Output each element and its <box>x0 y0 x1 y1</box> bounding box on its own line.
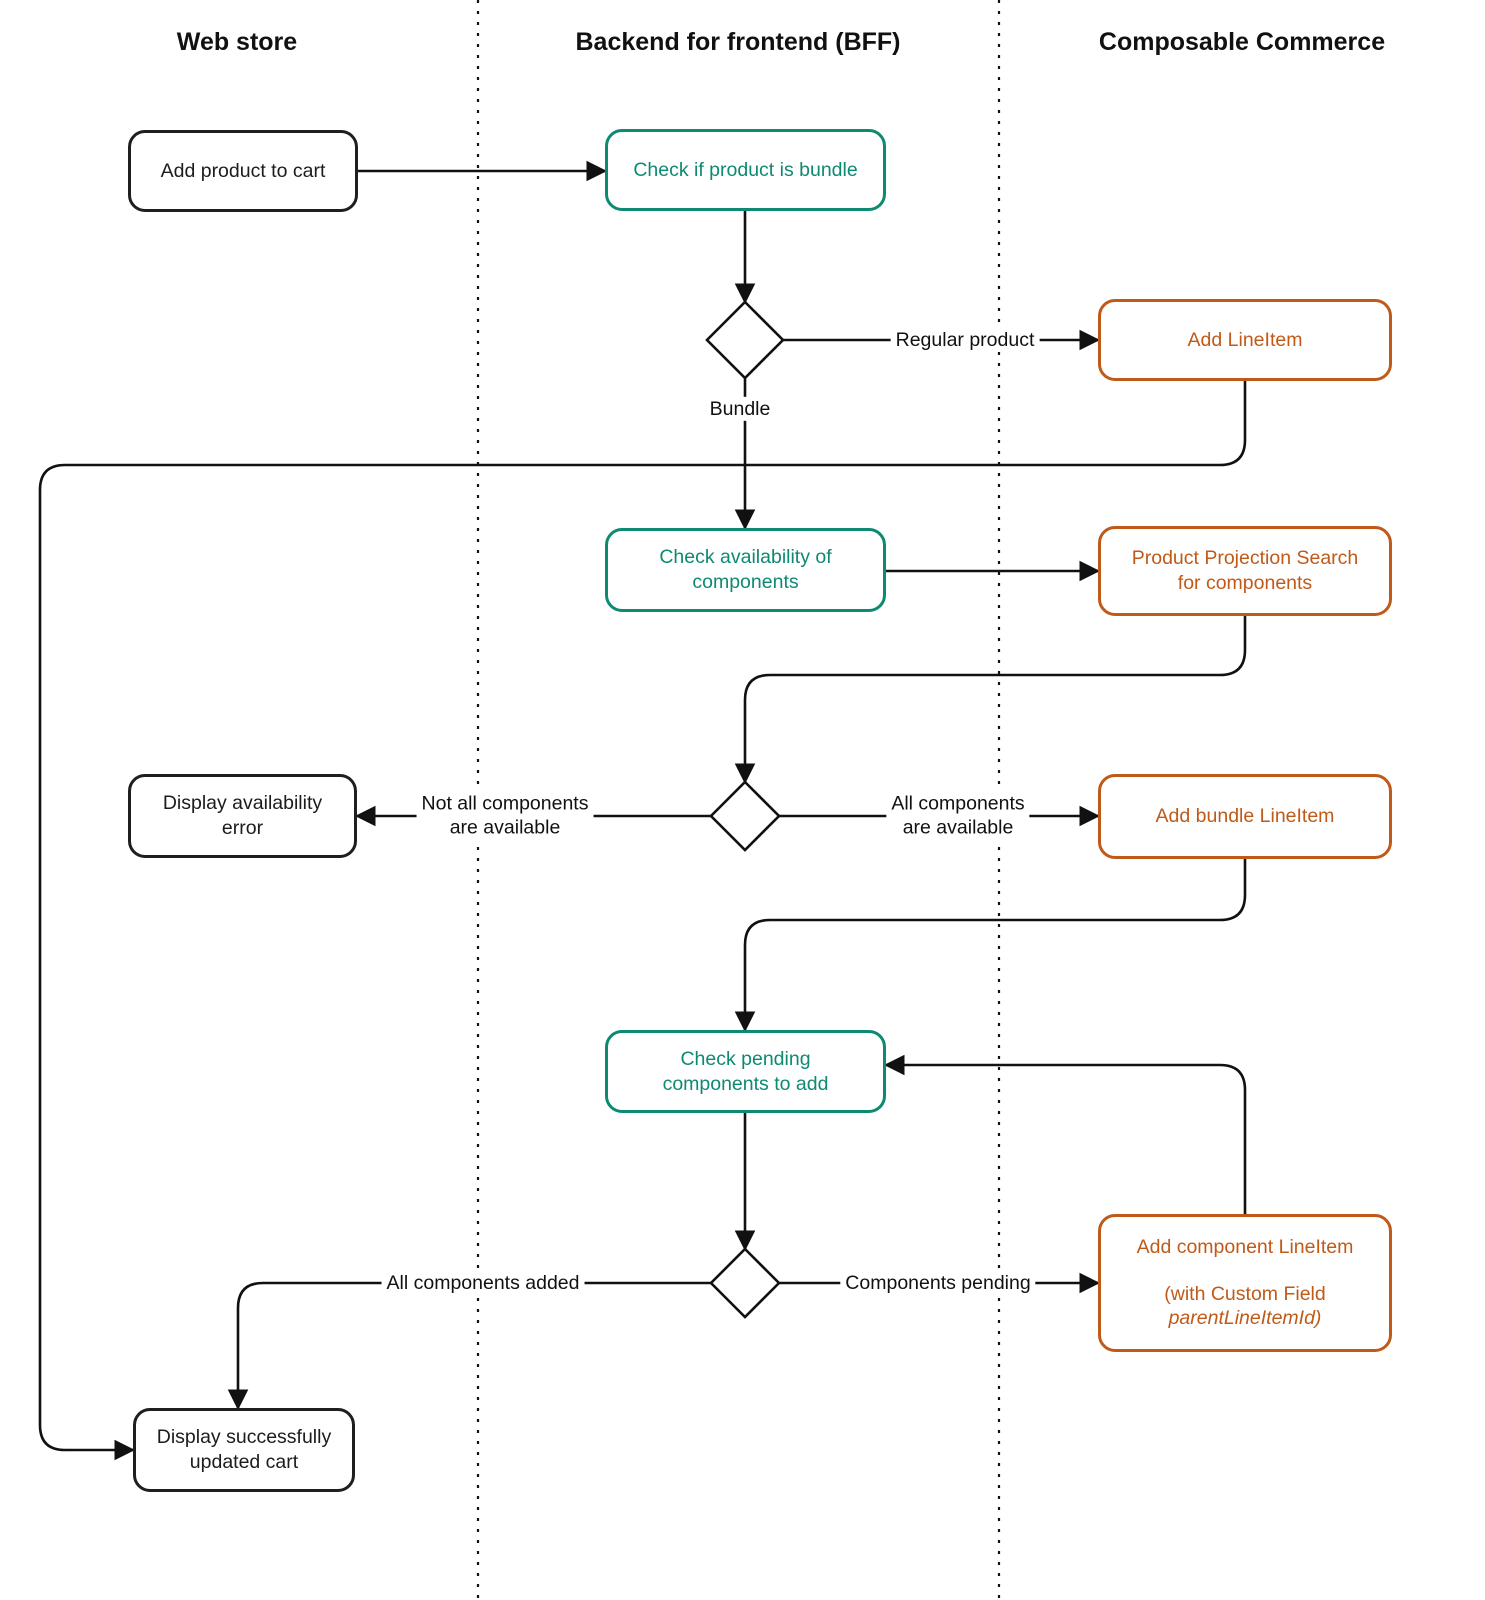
node-add-product-to-cart: Add product to cart <box>128 130 358 212</box>
edge-label-not-all-components-available: Not all components are available <box>416 791 594 841</box>
decision-is-bundle-diamond <box>705 300 785 380</box>
node-check-availability-of-components: Check availability of components <box>605 528 886 612</box>
decision-components-pending-diamond <box>709 1247 781 1319</box>
edge-add-lineitem-to-display-updated-cart <box>38 381 1247 1461</box>
node-check-if-product-is-bundle: Check if product is bundle <box>605 129 886 211</box>
edge-label-all-components-available: All components are available <box>886 791 1030 841</box>
node-product-projection-search: Product Projection Search for components <box>1098 526 1392 616</box>
lane-header-composable-commerce: Composable Commerce <box>1098 28 1386 56</box>
edge-projection-search-to-availability-decision <box>734 616 1247 785</box>
edge-label-bundle: Bundle <box>704 396 776 422</box>
decision-components-available-diamond <box>709 780 781 852</box>
node-add-lineitem: Add LineItem <box>1098 299 1392 381</box>
node-add-component-lineitem: Add component LineItem (with Custom Fiel… <box>1098 1214 1392 1352</box>
edge-add-component-loop-to-check-pending <box>883 1054 1247 1214</box>
add-component-lineitem-note-italic: parentLineItemId) <box>1168 1307 1322 1330</box>
node-check-pending-components: Check pending components to add <box>605 1030 886 1113</box>
add-component-lineitem-note: (with Custom Field <box>1164 1282 1326 1305</box>
edge-label-all-components-added: All components added <box>381 1270 585 1296</box>
edge-all-added-to-display-updated-cart <box>227 1281 711 1411</box>
edge-label-components-pending: Components pending <box>840 1270 1036 1296</box>
node-add-bundle-lineitem: Add bundle LineItem <box>1098 774 1392 859</box>
edge-label-regular-product: Regular product <box>890 327 1040 353</box>
node-display-availability-error: Display availability error <box>128 774 357 858</box>
edge-add-bundle-to-check-pending <box>734 859 1247 1033</box>
node-display-updated-cart: Display successfully updated cart <box>133 1408 355 1492</box>
lane-header-web-store: Web store <box>176 28 298 56</box>
add-component-lineitem-title: Add component LineItem <box>1136 1235 1354 1258</box>
lane-header-bff: Backend for frontend (BFF) <box>575 28 901 56</box>
